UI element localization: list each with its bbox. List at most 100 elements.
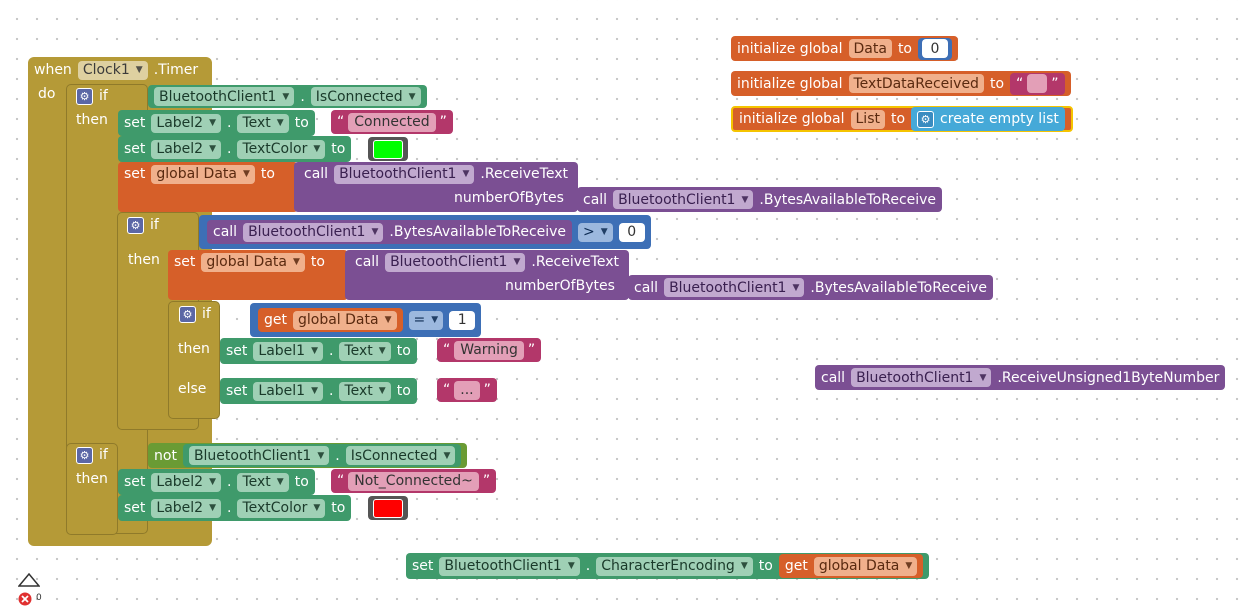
- to-keyword: to: [331, 500, 346, 516]
- chevron-down-icon: ▼: [209, 503, 217, 513]
- global-name-field[interactable]: List: [850, 109, 885, 129]
- get-global-data-block[interactable]: get global Data▼: [258, 308, 403, 332]
- warning-indicator[interactable]: 0: [18, 573, 44, 606]
- gear-icon[interactable]: ⚙: [127, 216, 144, 234]
- get-keyword: get: [784, 558, 808, 574]
- timer-event-name: .Timer: [153, 62, 199, 78]
- receive-unsigned-byte-call[interactable]: call BluetoothClient1▼ .ReceiveUnsigned1…: [815, 365, 1226, 390]
- set-label2-color-green-block[interactable]: set Label2▼ . TextColor▼ to: [118, 136, 352, 162]
- gear-icon[interactable]: ⚙: [76, 87, 93, 105]
- property-dropdown[interactable]: IsConnected▼: [345, 446, 456, 465]
- bluetooth-component-dropdown[interactable]: BluetoothClient1▼: [243, 222, 384, 242]
- bluetooth-component-dropdown[interactable]: BluetoothClient1▼: [334, 164, 475, 184]
- equals-operator-dropdown[interactable]: =▼: [408, 310, 444, 330]
- label1-dropdown[interactable]: Label1▼: [253, 341, 324, 361]
- set-keyword: set: [124, 474, 146, 490]
- set-label1-warning-block[interactable]: set Label1▼ . Text▼ to: [220, 338, 417, 364]
- bluetooth-component-dropdown[interactable]: BluetoothClient1▼: [664, 278, 805, 297]
- then-keyword: then: [76, 112, 108, 128]
- label1-dropdown[interactable]: Label1▼: [253, 381, 324, 401]
- empty-string-value[interactable]: [1027, 74, 1048, 93]
- gear-icon[interactable]: ⚙: [179, 305, 196, 323]
- is-connected-getter-2[interactable]: BluetoothClient1▼ . IsConnected▼: [182, 444, 462, 467]
- is-connected-getter[interactable]: BluetoothClient1▼ . IsConnected▼: [148, 85, 427, 108]
- init-global-list-block[interactable]: initialize global List to ⚙ create empty…: [731, 106, 1073, 132]
- comparison-greater-block[interactable]: call BluetoothClient1▼ .BytesAvailableTo…: [199, 215, 651, 249]
- bytes-available-call-1[interactable]: call BluetoothClient1▼ .BytesAvailableTo…: [577, 187, 943, 212]
- gear-icon[interactable]: ⚙: [917, 110, 935, 128]
- not-connected-string-value[interactable]: Not_Connected~: [348, 471, 479, 491]
- textcolor-property-dropdown[interactable]: TextColor▼: [237, 498, 326, 518]
- global-name-field[interactable]: Data: [848, 39, 892, 58]
- call-keyword: call: [355, 254, 380, 270]
- text-property-dropdown[interactable]: Text▼: [339, 381, 391, 401]
- bluetooth-component-dropdown[interactable]: BluetoothClient1▼: [613, 190, 754, 209]
- green-color-swatch[interactable]: [373, 140, 403, 159]
- label2-dropdown[interactable]: Label2▼: [151, 472, 222, 492]
- chevron-down-icon: ▼: [905, 561, 913, 571]
- init-global-data-block[interactable]: initialize global Data to 0: [731, 36, 958, 61]
- number-zero[interactable]: 0: [922, 39, 948, 58]
- set-label2-color-red-block[interactable]: set Label2▼ . TextColor▼ to: [118, 495, 352, 521]
- comparison-equals-block[interactable]: get global Data▼ =▼ 1: [250, 303, 482, 337]
- red-color-block[interactable]: [368, 496, 408, 520]
- greater-operator-dropdown[interactable]: >▼: [578, 222, 613, 242]
- bluetooth-component-dropdown[interactable]: BluetoothClient1▼: [188, 446, 330, 465]
- connected-string-value[interactable]: Connected: [348, 112, 436, 132]
- warning-triangle-icon: [18, 573, 40, 587]
- set-label2-text-block[interactable]: set Label2▼ . Text▼ to: [118, 110, 315, 136]
- bytes-available-call-3[interactable]: call BluetoothClient1▼ .BytesAvailableTo…: [628, 275, 994, 300]
- number-of-bytes-param: numberOfBytes: [505, 278, 615, 294]
- close-quote: ”: [527, 342, 536, 358]
- dots-string-value[interactable]: ...: [454, 380, 480, 400]
- global-data-dropdown[interactable]: global Data▼: [201, 252, 305, 272]
- global-data-dropdown[interactable]: global Data▼: [813, 556, 918, 576]
- clock-component-dropdown[interactable]: Clock1▼: [77, 60, 148, 80]
- label2-dropdown[interactable]: Label2▼: [151, 113, 222, 133]
- gear-icon[interactable]: ⚙: [76, 446, 93, 464]
- property-dropdown[interactable]: IsConnected▼: [310, 87, 421, 106]
- global-name-field[interactable]: TextDataReceived: [848, 74, 984, 93]
- global-data-dropdown[interactable]: global Data▼: [293, 310, 397, 330]
- text-property-dropdown[interactable]: Text▼: [237, 113, 289, 133]
- close-quote: ”: [482, 473, 491, 489]
- create-empty-list-block[interactable]: ⚙ create empty list: [911, 107, 1065, 131]
- bluetooth-component-dropdown[interactable]: BluetoothClient1▼: [154, 87, 295, 106]
- chevron-down-icon: ▼: [792, 282, 800, 293]
- number-zero[interactable]: 0: [618, 222, 645, 242]
- global-data-dropdown[interactable]: global Data▼: [151, 164, 255, 184]
- set-label2-text-not-connected-block[interactable]: set Label2▼ . Text▼ to: [118, 469, 315, 495]
- to-keyword: to: [897, 40, 912, 57]
- if4-header: ⚙ if: [70, 444, 114, 466]
- dot-separator: .: [227, 115, 232, 131]
- connected-string-block[interactable]: “ Connected ”: [331, 110, 453, 134]
- warning-string-block[interactable]: “ Warning ”: [437, 338, 542, 362]
- not-block[interactable]: not BluetoothClient1▼ . IsConnected▼: [148, 443, 468, 468]
- number-one[interactable]: 1: [449, 310, 476, 330]
- not-connected-string-block[interactable]: “ Not_Connected~ ”: [331, 469, 497, 493]
- to-keyword: to: [294, 474, 309, 490]
- number-block[interactable]: 0: [918, 37, 952, 60]
- dots-string-block[interactable]: “ ... ”: [437, 378, 497, 402]
- green-color-block[interactable]: [368, 137, 408, 161]
- bluetooth-component-dropdown[interactable]: BluetoothClient1▼: [439, 556, 580, 576]
- bluetooth-component-dropdown[interactable]: BluetoothClient1▼: [385, 252, 526, 272]
- bluetooth-component-dropdown[interactable]: BluetoothClient1▼: [851, 368, 992, 387]
- text-property-dropdown[interactable]: Text▼: [339, 341, 391, 361]
- red-color-swatch[interactable]: [373, 499, 403, 518]
- init-global-textdatareceived-block[interactable]: initialize global TextDataReceived to “ …: [731, 71, 1071, 96]
- label2-dropdown[interactable]: Label2▼: [151, 139, 222, 159]
- set-character-encoding-block[interactable]: set BluetoothClient1▼ . CharacterEncodin…: [406, 553, 930, 579]
- label2-dropdown[interactable]: Label2▼: [151, 498, 222, 518]
- chevron-down-icon: ▼: [209, 144, 217, 154]
- to-keyword: to: [758, 558, 773, 574]
- bytes-available-call-2[interactable]: call BluetoothClient1▼ .BytesAvailableTo…: [207, 220, 573, 244]
- warning-string-value[interactable]: Warning: [454, 340, 524, 360]
- character-encoding-dropdown[interactable]: CharacterEncoding▼: [596, 556, 753, 576]
- textcolor-property-dropdown[interactable]: TextColor▼: [237, 139, 326, 159]
- set-keyword: set: [174, 254, 196, 270]
- text-property-dropdown[interactable]: Text▼: [237, 472, 289, 492]
- get-global-data-block[interactable]: get global Data▼: [778, 554, 924, 578]
- set-label1-dots-block[interactable]: set Label1▼ . Text▼ to: [220, 378, 417, 404]
- empty-string-block[interactable]: “ ”: [1010, 72, 1065, 95]
